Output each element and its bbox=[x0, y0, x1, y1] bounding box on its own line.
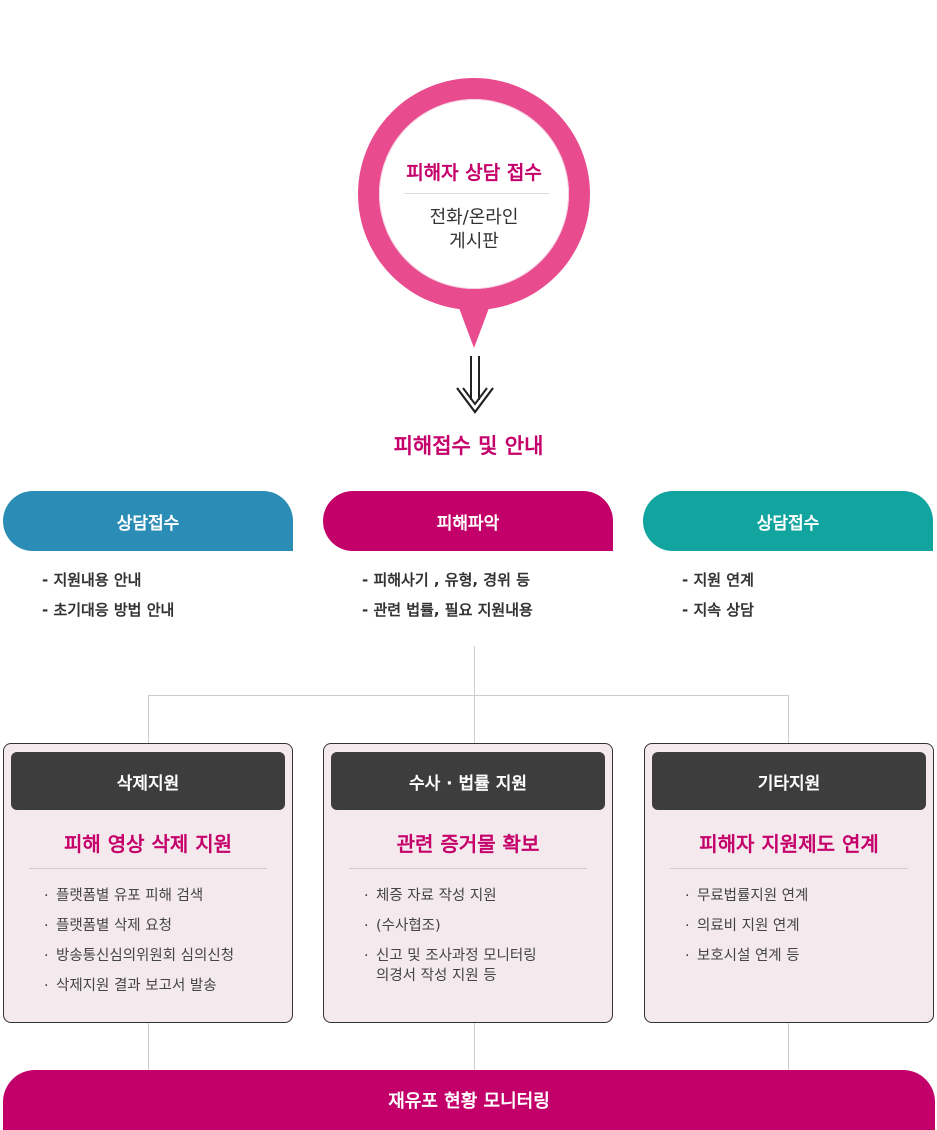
connector-center bbox=[474, 646, 475, 743]
bullet: · bbox=[364, 948, 369, 964]
connector-left bbox=[148, 695, 149, 743]
box-subtitle: 피해 영상 삭제 지원 bbox=[63, 832, 233, 856]
bullet: · bbox=[44, 888, 49, 904]
pin-title: 피해자 상담 접수 bbox=[406, 162, 542, 184]
list-item: · 무료법률지원 연계 bbox=[685, 886, 808, 906]
box-list: · 체증 자료 작성 지원 · (수사협조) · 신고 및 조사과정 모니터링 의경서… bbox=[364, 886, 537, 996]
connector-horizontal bbox=[148, 695, 789, 696]
tab-list-2: - 피해사기 , 유형, 경위 등 - 관련 법률, 필요 지원내용 bbox=[362, 568, 533, 628]
tab-label: 피해파악 bbox=[436, 513, 500, 534]
list-item-text: 플랫폼별 삭제 요청 bbox=[56, 918, 172, 934]
box-subtitle: 피해자 지원제도 연계 bbox=[699, 832, 879, 856]
tab-counsel-intake: 상담접수 bbox=[3, 491, 293, 551]
list-item-text: (수사협조) bbox=[376, 918, 441, 934]
connector-bottom-right bbox=[788, 1022, 789, 1070]
monitoring-bar: 재유포 현황 모니터링 bbox=[3, 1070, 935, 1130]
box-header: 삭제지원 bbox=[11, 752, 285, 810]
list-item: · 체증 자료 작성 지원 bbox=[364, 886, 537, 906]
list-item: · 방송통신심의위원회 심의신청 bbox=[44, 946, 234, 966]
bullet: · bbox=[44, 918, 49, 934]
list-item: · 의료비 지원 연계 bbox=[685, 916, 808, 936]
list-item: · 플랫폼별 유포 피해 검색 bbox=[44, 886, 234, 906]
list-item: - 초기대응 방법 안내 bbox=[42, 601, 175, 619]
bullet: · bbox=[685, 918, 690, 934]
list-item: - 피해사기 , 유형, 경위 등 bbox=[362, 571, 530, 589]
bullet: · bbox=[364, 918, 369, 934]
box-subtitle: 관련 증거물 확보 bbox=[396, 832, 540, 856]
list-item: - 지원내용 안내 bbox=[42, 571, 142, 589]
box-header: 수사 · 법률 지원 bbox=[331, 752, 605, 810]
double-down-arrow-icon bbox=[456, 356, 494, 414]
support-box-other: 기타지원 피해자 지원제도 연계 · 무료법률지원 연계 · 의료비 지원 연계 ·… bbox=[644, 743, 934, 1023]
support-box-investigation-legal: 수사 · 법률 지원 관련 증거물 확보 · 체증 자료 작성 지원 · (수사협조… bbox=[323, 743, 613, 1023]
list-item: · 신고 및 조사과정 모니터링 의경서 작성 지원 등 bbox=[364, 946, 537, 986]
box-list: · 플랫폼별 유포 피해 검색 · 플랫폼별 삭제 요청 · 방송통신심의위원회 심의… bbox=[44, 886, 234, 1006]
list-item: - 관련 법률, 필요 지원내용 bbox=[362, 601, 533, 619]
section-title: 피해접수 및 안내 bbox=[393, 434, 544, 458]
list-item-text: 무료법률지원 연계 bbox=[697, 888, 809, 904]
list-item-text: 보호시설 연계 등 bbox=[697, 948, 800, 964]
pin-divider bbox=[404, 193, 549, 194]
list-item-text: 삭제지원 결과 보고서 발송 bbox=[56, 978, 217, 994]
tab-label: 상담접수 bbox=[116, 513, 180, 534]
list-item: - 지속 상담 bbox=[682, 601, 754, 619]
list-item: · 삭제지원 결과 보고서 발송 bbox=[44, 976, 234, 996]
tab-counsel-followup: 상담접수 bbox=[643, 491, 933, 551]
list-item: - 지원 연계 bbox=[682, 571, 754, 589]
tab-damage-assessment: 피해파악 bbox=[323, 491, 613, 551]
box-list: · 무료법률지원 연계 · 의료비 지원 연계 · 보호시설 연계 등 bbox=[685, 886, 808, 976]
connector-right bbox=[788, 695, 789, 743]
pin-subtitle-line1: 전화/온라인 bbox=[429, 207, 519, 228]
tab-list-3: - 지원 연계 - 지속 상담 bbox=[682, 568, 754, 628]
tab-list-1: - 지원내용 안내 - 초기대응 방법 안내 bbox=[42, 568, 174, 628]
bullet: · bbox=[685, 948, 690, 964]
pin-subtitle-line2: 게시판 bbox=[449, 231, 499, 252]
list-item-text: 플랫폼별 유포 피해 검색 bbox=[56, 888, 204, 904]
list-item: · 보호시설 연계 등 bbox=[685, 946, 808, 966]
bullet: · bbox=[685, 888, 690, 904]
box-divider bbox=[670, 868, 908, 869]
pin-subtitle: 전화/온라인 게시판 bbox=[379, 206, 569, 254]
list-item-text: 방송통신심의위원회 심의신청 bbox=[56, 948, 235, 964]
box-divider bbox=[29, 868, 267, 869]
pin-inner-circle bbox=[379, 99, 569, 289]
tab-label: 상담접수 bbox=[756, 513, 820, 534]
list-item-text: 체증 자료 작성 지원 bbox=[376, 888, 497, 904]
connector-bottom-left bbox=[148, 1022, 149, 1070]
connector-bottom-center bbox=[474, 1022, 475, 1070]
box-header: 기타지원 bbox=[652, 752, 926, 810]
bullet: · bbox=[44, 978, 49, 994]
bullet: · bbox=[364, 888, 369, 904]
support-box-deletion: 삭제지원 피해 영상 삭제 지원 · 플랫폼별 유포 피해 검색 · 플랫폼별 삭제… bbox=[3, 743, 293, 1023]
bullet: · bbox=[44, 948, 49, 964]
list-item: · 플랫폼별 삭제 요청 bbox=[44, 916, 234, 936]
list-item-text: 의료비 지원 연계 bbox=[697, 918, 800, 934]
list-item-text: 신고 및 조사과정 모니터링 의경서 작성 지원 등 bbox=[376, 948, 537, 984]
monitoring-bar-label: 재유포 현황 모니터링 bbox=[388, 1091, 550, 1112]
list-item: · (수사협조) bbox=[364, 916, 537, 936]
box-divider bbox=[349, 868, 587, 869]
